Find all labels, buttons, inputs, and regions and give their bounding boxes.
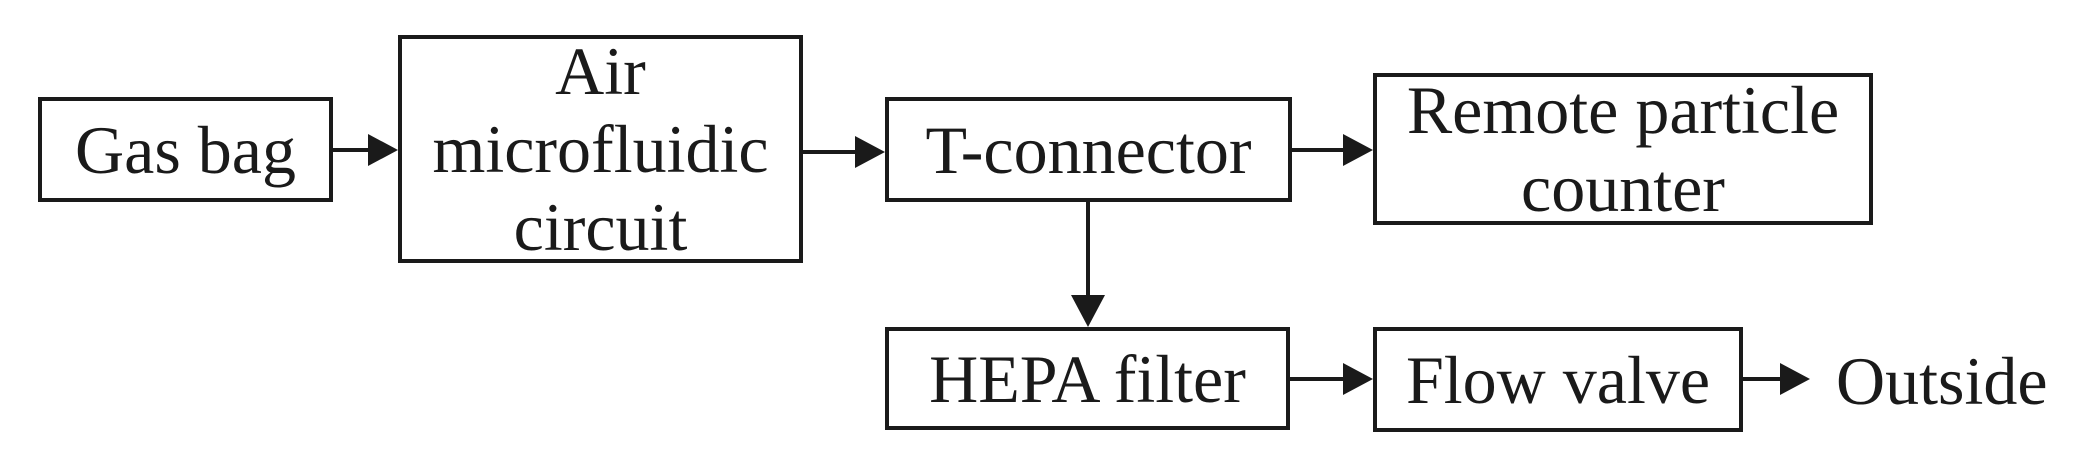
arrow-shaft	[333, 148, 372, 152]
node-hepa-filter: HEPA filter	[885, 327, 1290, 430]
arrowhead-down-icon	[1071, 295, 1105, 327]
node-gas-bag-label: Gas bag	[75, 111, 296, 188]
node-gas-bag: Gas bag	[38, 97, 333, 202]
arrowhead-right-icon	[368, 134, 398, 166]
node-remote-particle-counter: Remote particle counter	[1373, 72, 1873, 226]
outside-label: Outside	[1836, 343, 2048, 419]
arrow-shaft	[1743, 377, 1784, 381]
node-flow-valve: Flow valve	[1373, 327, 1743, 432]
arrowhead-right-icon	[855, 136, 885, 168]
arrow-hepa-to-valve-icon	[1290, 362, 1373, 396]
arrowhead-right-icon	[1780, 363, 1810, 395]
node-hepa-filter-label: HEPA filter	[929, 340, 1246, 417]
arrow-gas-bag-to-circuit-icon	[333, 133, 398, 167]
arrow-shaft	[803, 150, 859, 154]
node-flow-valve-label: Flow valve	[1405, 341, 1711, 418]
node-t-connector-label: T-connector	[925, 111, 1252, 188]
arrow-shaft	[1086, 202, 1090, 299]
node-t-connector: T-connector	[885, 97, 1292, 202]
arrow-valve-to-outside-icon	[1743, 362, 1810, 396]
arrowhead-right-icon	[1343, 134, 1373, 166]
arrow-shaft	[1292, 148, 1347, 152]
node-air-microfluidic-circuit: Air microfluidic circuit	[398, 33, 803, 265]
arrow-t-connector-to-hepa-icon	[1071, 202, 1105, 327]
node-remote-particle-counter-label: Remote particle counter	[1406, 72, 1840, 226]
arrowhead-right-icon	[1343, 363, 1373, 395]
arrow-shaft	[1290, 377, 1347, 381]
arrow-circuit-to-t-connector-icon	[803, 135, 885, 169]
node-air-microfluidic-circuit-label: Air microfluidic circuit	[432, 33, 769, 265]
arrow-t-connector-to-counter-icon	[1292, 133, 1373, 167]
